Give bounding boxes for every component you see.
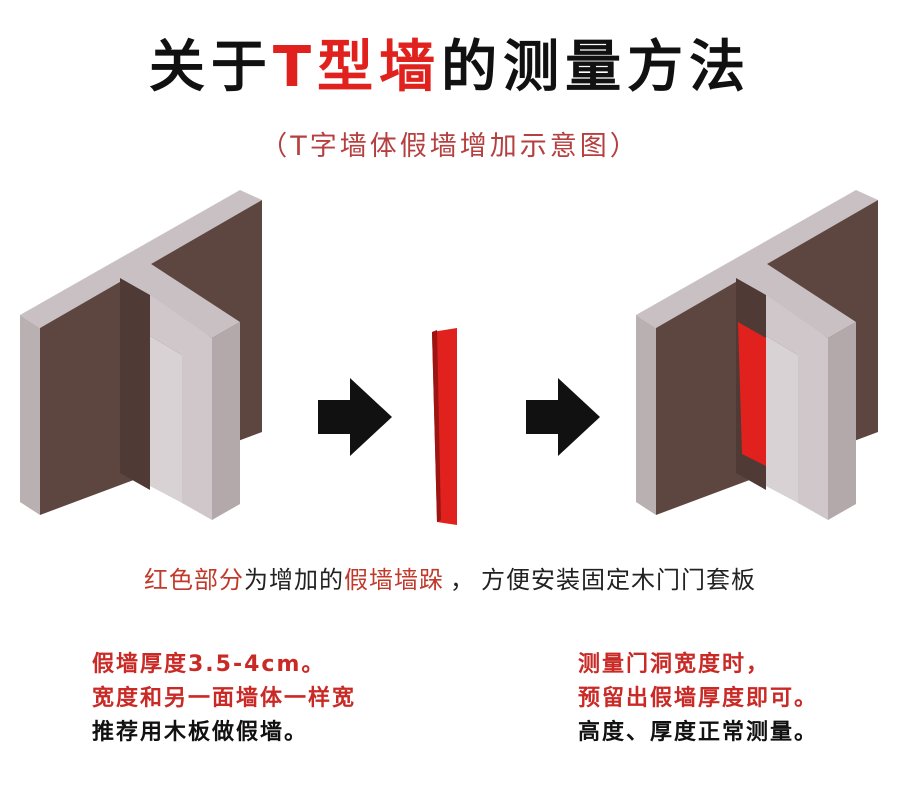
- subtitle-open-paren: （: [260, 131, 291, 162]
- t-wall-original: [20, 190, 262, 520]
- fake-wall-piece: [432, 328, 457, 525]
- perp-wall-dark-side: [120, 278, 150, 490]
- note-left-line-3: 推荐用木板做假墙。: [92, 720, 309, 745]
- note-right-line-3: 高度、厚度正常测量。: [578, 720, 819, 745]
- perp-wall-end: [828, 322, 856, 520]
- t-junction-top: [736, 262, 856, 338]
- caption-comma: ，: [450, 566, 475, 594]
- title-highlight: T型墙: [272, 35, 442, 100]
- arrow-right-icon: [318, 378, 392, 456]
- subtitle-text: T字墙体假墙增加示意图: [290, 131, 610, 162]
- note-right-line-1: 测量门洞宽度时，: [578, 652, 771, 677]
- fake-wall-edge: [432, 330, 441, 522]
- perp-wall-opening: [150, 336, 182, 503]
- t-junction-top: [120, 262, 240, 338]
- caption-rest: 方便安装固定木门门套板: [481, 566, 756, 594]
- diagram-caption: 红色部分为增加的假墙墙跺，方便安装固定木门门套板: [0, 560, 900, 595]
- back-wall-end-edge: [636, 315, 656, 515]
- note-left: 假墙厚度3.5-4cm。 宽度和另一面墙体一样宽 推荐用木板做假墙。: [92, 648, 356, 750]
- back-wall-top-edge: [20, 190, 262, 328]
- fake-wall-attached: [738, 322, 766, 466]
- perp-wall-end: [212, 322, 240, 520]
- note-right-line-2: 预留出假墙厚度即可。: [578, 686, 819, 711]
- perp-wall-opening: [766, 336, 798, 503]
- perp-wall-face: [766, 295, 828, 520]
- title-part1: 关于: [148, 35, 273, 100]
- caption-mid: 为增加的: [244, 566, 344, 594]
- page-title: 关于T型墙的测量方法: [0, 22, 900, 103]
- note-right: 测量门洞宽度时， 预留出假墙厚度即可。 高度、厚度正常测量。: [578, 648, 818, 750]
- note-left-line-1: 假墙厚度3.5-4cm。: [92, 652, 326, 677]
- t-wall-diagram: [20, 190, 878, 525]
- caption-red-part-2: 假墙墙跺: [344, 566, 444, 594]
- arrow-right-icon: [526, 378, 600, 456]
- note-left-line-2: 宽度和另一面墙体一样宽: [92, 686, 357, 711]
- back-wall-end-edge: [20, 315, 40, 515]
- perp-wall-face: [150, 295, 212, 520]
- subtitle-close-paren: ）: [609, 131, 640, 162]
- subtitle: （T字墙体假墙增加示意图）: [0, 124, 900, 163]
- back-wall-top-edge: [636, 190, 878, 328]
- caption-red-part: 红色部分: [144, 566, 244, 594]
- title-part2: 的测量方法: [441, 35, 752, 100]
- t-wall-with-fake-wall: [636, 190, 878, 520]
